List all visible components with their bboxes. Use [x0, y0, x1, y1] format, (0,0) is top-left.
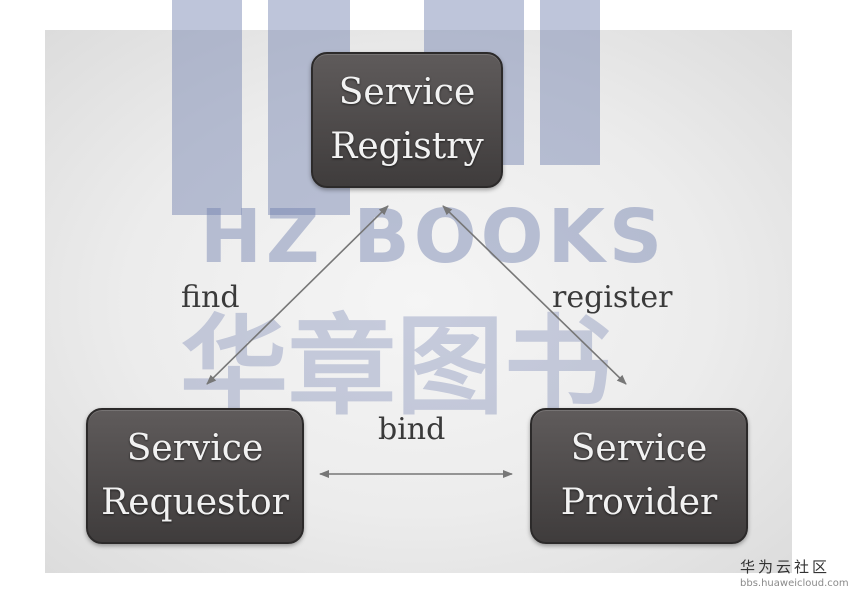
footer-url: bbs.huaweicloud.com	[740, 578, 849, 589]
register-label: register	[552, 280, 673, 315]
registry-label-line1: Service	[338, 72, 476, 113]
registry-label-line2: Registry	[330, 126, 484, 167]
requestor-label-line2: Requestor	[101, 482, 289, 523]
provider-label-line2: Provider	[560, 482, 718, 523]
find-arrow	[206, 205, 389, 385]
service-provider-node: Service Provider	[530, 408, 748, 544]
register-arrow	[442, 205, 627, 385]
requestor-label-line1: Service	[126, 428, 264, 469]
bind-label: bind	[378, 412, 446, 447]
provider-label-line1: Service	[570, 428, 708, 469]
footer-brand: 华为云社区	[740, 558, 831, 576]
service-requestor-node: Service Requestor	[86, 408, 304, 544]
service-registry-node: Service Registry	[311, 52, 503, 188]
find-label: find	[181, 280, 240, 315]
